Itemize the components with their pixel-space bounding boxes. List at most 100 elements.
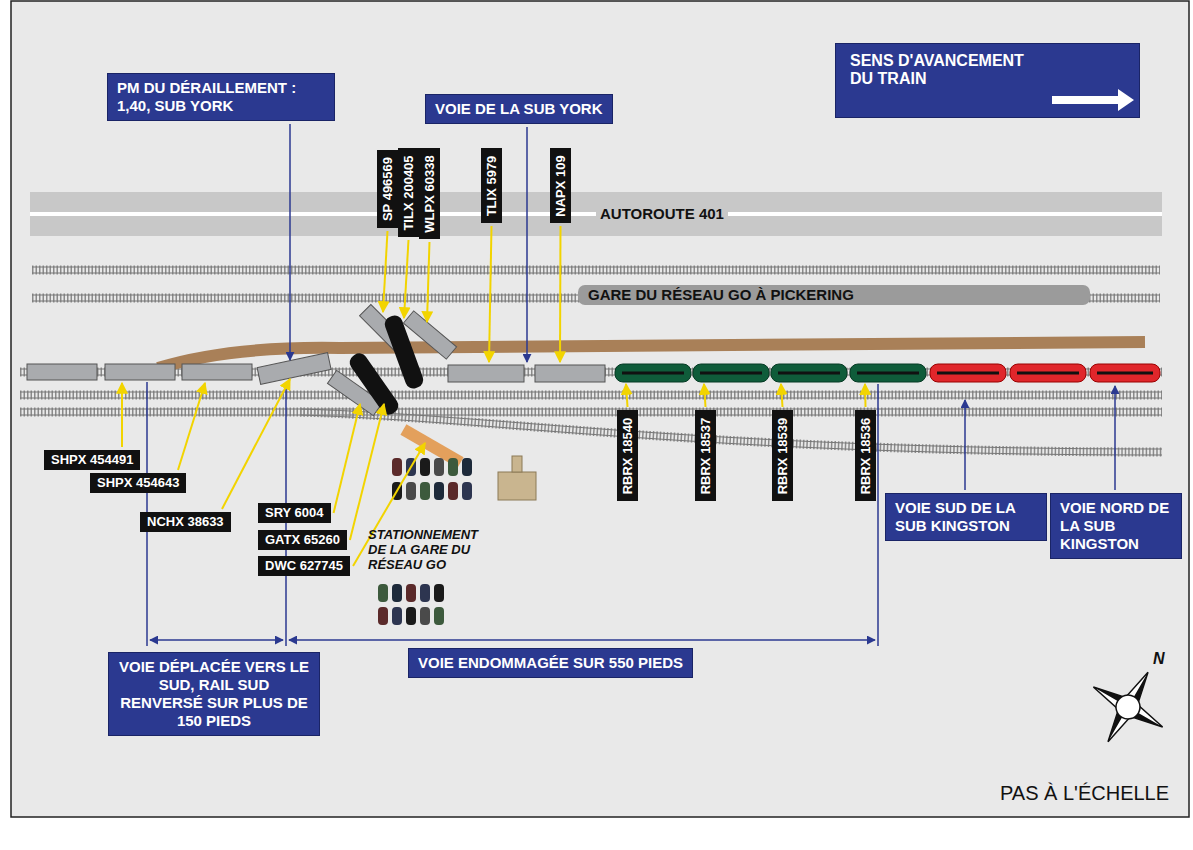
scale-note: PAS À L'ÉCHELLE — [1000, 782, 1169, 805]
rail-cars — [622, 372, 684, 375]
car-id: SP 496569 — [380, 157, 396, 221]
leader-line — [289, 124, 291, 360]
rail-cars — [257, 353, 331, 385]
parked-car — [420, 458, 430, 476]
parked-car — [378, 584, 388, 602]
north-label: N — [1153, 650, 1165, 668]
rail-cars — [1010, 364, 1086, 382]
rail — [20, 398, 1162, 399]
box-text: VOIE ENDOMMAGÉE SUR 550 PIEDS — [418, 654, 683, 672]
rail-ties — [20, 391, 1162, 400]
car-label: DWC 627745 — [258, 556, 350, 576]
rail — [20, 409, 1162, 410]
leader-line — [178, 383, 205, 470]
parked-car — [406, 607, 416, 625]
parked-car — [462, 482, 472, 500]
parked-car — [434, 584, 444, 602]
leader-line — [626, 384, 628, 407]
rail-cars — [857, 372, 919, 375]
rail — [20, 415, 1162, 416]
rail-cars — [778, 372, 840, 375]
rail-cars — [693, 364, 769, 382]
leader-line — [704, 384, 706, 407]
car-label: NCHX 38633 — [140, 512, 231, 532]
leader-line — [559, 226, 562, 362]
car-label: SHPX 454643 — [90, 473, 186, 493]
rail-cars — [622, 372, 1153, 375]
box-text: VOIE DÉPLACÉE VERS LE SUD, RAIL SUD RENV… — [118, 658, 310, 730]
leader-line — [489, 226, 492, 362]
compass-rose — [1073, 652, 1182, 761]
leader-line — [222, 379, 290, 509]
rail-cars — [850, 364, 926, 382]
parked-car — [378, 607, 388, 625]
car-label: RBRX 18537 — [695, 410, 716, 501]
rail — [32, 273, 1160, 274]
leader-line — [781, 384, 783, 407]
car-label: SRY 6004 — [258, 503, 331, 523]
rail-cars — [1090, 364, 1160, 382]
parked-car — [420, 482, 430, 500]
rail-cars — [27, 305, 1160, 468]
rail-cars — [930, 364, 1006, 382]
rail-cars — [403, 311, 456, 359]
car-id: RBRX 18536 — [858, 417, 874, 494]
highway — [30, 192, 1162, 236]
box-text: SENS D'AVANCEMENT DU TRAIN — [850, 52, 1040, 88]
parked-car — [434, 458, 444, 476]
parked-car — [420, 584, 430, 602]
parked-car — [434, 482, 444, 500]
derailment-milepost-box: PM DU DÉRAILLEMENT : 1,40, SUB YORK — [107, 73, 335, 121]
rail-cars — [1097, 372, 1153, 375]
box-text: PM DU DÉRAILLEMENT : 1,40, SUB YORK — [117, 79, 325, 115]
box-text: VOIE DE LA SUB YORK — [435, 100, 603, 118]
rail-cars — [771, 364, 847, 382]
rail-cars — [1017, 372, 1079, 375]
car-label: GATX 65260 — [258, 530, 347, 550]
leader-line — [864, 384, 867, 407]
highway-name: AUTOROUTE 401 — [596, 205, 728, 223]
parked-car — [448, 458, 458, 476]
rail-cars — [700, 372, 762, 375]
rail-cars — [105, 364, 175, 380]
leader-line — [1114, 386, 1116, 490]
car-id: RBRX 18540 — [620, 417, 636, 494]
station-building — [498, 456, 536, 500]
car-id: TLIX 5979 — [484, 155, 500, 216]
car-label: RBRX 18539 — [772, 410, 793, 501]
parked-car — [392, 584, 402, 602]
car-id: WLPX 60338 — [422, 155, 438, 232]
rail — [20, 392, 1162, 393]
parked-car — [420, 607, 430, 625]
rail-ties — [32, 266, 1160, 275]
leader-line — [526, 127, 528, 362]
rail-cars — [448, 365, 524, 382]
compass-rose — [1073, 652, 1182, 761]
rail-cars — [535, 365, 605, 382]
station-building — [498, 472, 536, 500]
rail-cars — [182, 364, 252, 380]
car-label: RBRX 18540 — [617, 410, 638, 501]
parked-car — [406, 584, 416, 602]
car-id: RBRX 18539 — [775, 417, 791, 494]
rail-cars — [937, 372, 999, 375]
parked-car — [392, 458, 402, 476]
box-text: VOIE NORD DE LA SUB KINGSTON — [1060, 499, 1172, 553]
parked-car — [434, 607, 444, 625]
york-track-box: VOIE DE LA SUB YORK — [425, 94, 613, 124]
rail-cars — [930, 364, 1160, 382]
highway — [30, 192, 1162, 236]
car-label: SP 496569 — [377, 150, 398, 228]
dimension-brackets — [289, 639, 875, 641]
car-id: SRY 6004 — [265, 505, 324, 521]
map-frame — [11, 1, 1189, 817]
rail-cars — [615, 364, 926, 382]
leader-lines — [122, 124, 1115, 566]
displaced-track-box: VOIE DÉPLACÉE VERS LE SUD, RAIL SUD RENV… — [108, 652, 320, 736]
car-id: SHPX 454643 — [97, 475, 179, 491]
car-label: TILX 200405 — [398, 148, 419, 237]
car-label: RBRX 18536 — [855, 410, 876, 501]
car-id: SHPX 454491 — [51, 452, 133, 468]
car-id: RBRX 18537 — [698, 417, 714, 494]
